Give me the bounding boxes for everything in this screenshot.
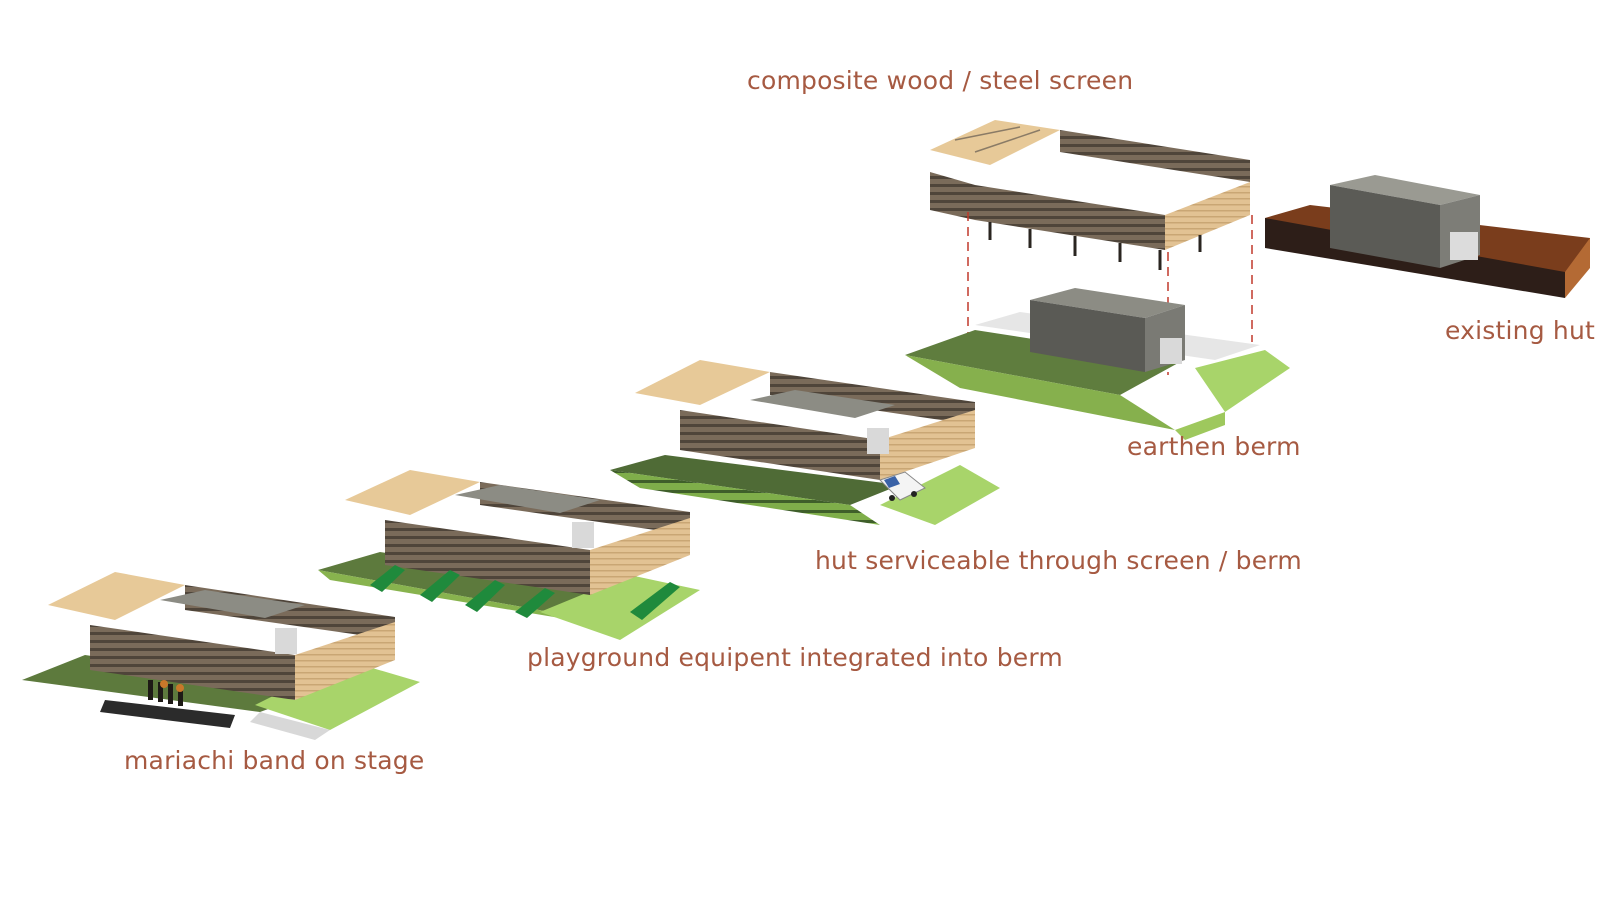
playground-side-wall: [590, 518, 690, 595]
berm-hut-front: [1030, 300, 1145, 372]
berm-grass-left: [905, 330, 1180, 395]
playground-front-wall: [385, 520, 590, 595]
playground-hut-group: [318, 470, 700, 640]
existing-hut-group: [1265, 175, 1590, 298]
screen-front-wall: [975, 185, 1165, 250]
service-berm-right: [880, 465, 1000, 525]
earthen-berm-group: [905, 288, 1290, 440]
mariachi-side-wall: [295, 622, 395, 700]
mariachi-front-wall: [90, 625, 295, 700]
screen-left-wall: [930, 172, 975, 220]
playground-roof-wood: [345, 470, 480, 515]
mariachi-hut-top: [160, 590, 305, 618]
existing-hut-fence-side: [1565, 238, 1590, 298]
service-steps: [610, 470, 880, 525]
screen-roof-wood: [930, 120, 1060, 165]
mariachi-band-icon: [148, 680, 184, 706]
berm-grass-right: [1195, 350, 1290, 412]
berm-hut-unit: [1160, 338, 1182, 364]
mariachi-roof-wood: [48, 572, 185, 620]
service-ground: [610, 455, 900, 505]
mariachi-hut-group: [22, 572, 420, 740]
label-composite-screen: composite wood / steel screen: [747, 66, 1134, 95]
label-existing-hut: existing hut: [1445, 316, 1596, 345]
service-side-wall: [880, 410, 975, 480]
service-hut-top: [750, 390, 895, 418]
label-hut-serviceable: hut serviceable through screen / berm: [815, 546, 1302, 575]
label-playground-equipment: playground equipent integrated into berm: [527, 643, 1063, 672]
playground-slides: [370, 565, 680, 620]
existing-hut-box-top: [1330, 175, 1480, 205]
berm-grass-front: [905, 355, 1175, 430]
mariachi-hut-unit: [275, 628, 297, 654]
berm-hut-top: [1030, 288, 1185, 318]
playground-hut-unit: [572, 522, 594, 548]
service-hut-unit: [867, 428, 889, 454]
screen-side-wall: [1165, 182, 1250, 250]
floating-screen-group: [930, 120, 1253, 375]
existing-hut-box-front: [1330, 185, 1440, 268]
label-earthen-berm: earthen berm: [1127, 432, 1301, 461]
playground-hut-top: [455, 485, 600, 513]
service-front-wall: [680, 410, 880, 480]
berm-slope: [1175, 412, 1225, 440]
mariachi-berm-right: [255, 660, 420, 730]
serviceable-hut-group: [610, 360, 1000, 525]
mariachi-berm-slope: [250, 712, 330, 740]
label-mariachi-band: mariachi band on stage: [124, 746, 425, 775]
service-van-icon: [879, 471, 926, 501]
screen-back-wall: [1060, 130, 1250, 182]
mariachi-stage: [100, 700, 235, 728]
existing-hut-unit: [1450, 232, 1478, 260]
service-roof-wood: [635, 360, 770, 405]
service-back-wall: [770, 372, 975, 425]
